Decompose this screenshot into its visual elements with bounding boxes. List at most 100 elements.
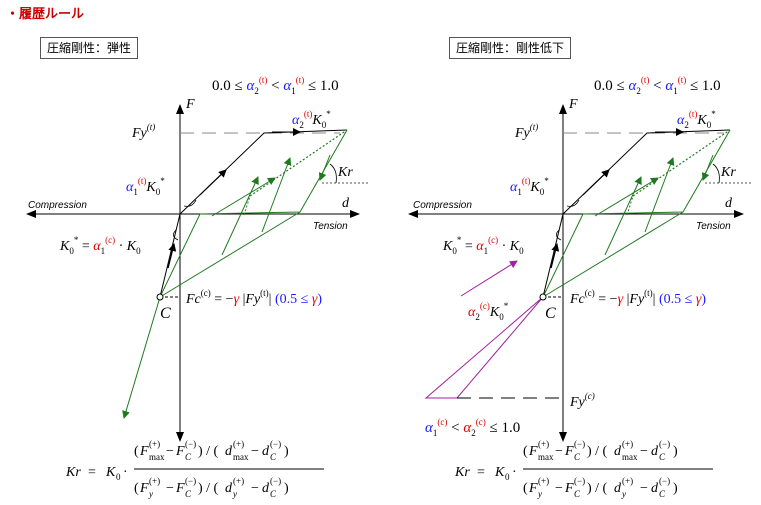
svg-text:F: F (528, 481, 538, 496)
svg-text:(+): (+) (149, 439, 160, 449)
right-fc-equation: Fc(c) = −γ |Fy(t)| (0.5 ≤ γ) (569, 288, 706, 307)
svg-text:max: max (233, 452, 249, 462)
svg-text:C: C (270, 452, 277, 462)
svg-text:) / (: ) / ( (587, 481, 608, 496)
svg-text:(−): (−) (574, 476, 585, 486)
svg-text:(−): (−) (270, 439, 281, 449)
svg-text:(+): (+) (622, 439, 633, 449)
right-panel-label: 圧縮剛性：剛性低下 (449, 37, 572, 59)
left-a1k0-label: α1(t)K0* (126, 176, 165, 197)
left-fy-label: Fy(t) (131, 122, 155, 141)
svg-text:y: y (148, 489, 153, 499)
left-kr-label: Kr (337, 165, 353, 180)
svg-text:d: d (262, 444, 270, 459)
svg-text:y: y (232, 489, 237, 499)
svg-text:) / (: ) / ( (587, 444, 608, 459)
svg-text:d: d (651, 444, 659, 459)
svg-text:(: ( (523, 481, 528, 496)
svg-text:(−): (−) (574, 439, 585, 449)
svg-text:(: ( (134, 481, 139, 496)
right-a2k0-label: α2(t)K0* (677, 109, 716, 130)
svg-text:Kr: Kr (454, 465, 470, 480)
svg-text:(−): (−) (659, 439, 670, 449)
svg-text:) / (: ) / ( (198, 444, 219, 459)
svg-text:(+): (+) (149, 476, 160, 486)
svg-text:C: C (185, 489, 192, 499)
svg-text:−: − (640, 444, 648, 459)
right-fy-label: Fy(t) (514, 122, 538, 141)
svg-text:max: max (622, 452, 638, 462)
left-compression-label: Compression (28, 200, 87, 211)
svg-text:(+): (+) (538, 476, 549, 486)
svg-text:d: d (225, 444, 233, 459)
right-compression-label: Compression (413, 200, 472, 211)
left-tension-label: Tension (313, 221, 348, 232)
right-condition: 0.0 ≤ α2(t) < α1(t) ≤ 1.0 (594, 75, 721, 96)
left-condition: 0.0 ≤ α2(t) < α1(t) ≤ 1.0 (212, 75, 339, 96)
svg-text:·: · (123, 465, 128, 480)
svg-text:−: − (251, 481, 259, 496)
svg-text:F: F (175, 481, 185, 496)
svg-text:0: 0 (116, 472, 121, 482)
svg-text:·: · (512, 465, 517, 480)
svg-text:−: − (251, 444, 259, 459)
svg-text:Kr: Kr (65, 465, 81, 480)
svg-text:(+): (+) (538, 439, 549, 449)
left-panel: 0.0 ≤ α2(t) < α1(t) ≤ 1.0 F d Compressio… (26, 75, 368, 442)
svg-text:): ) (673, 444, 678, 459)
svg-text:−: − (640, 481, 648, 496)
right-k0-equation: K0* = α1(c) · K0 (442, 235, 524, 256)
left-fc-equation: Fc(c) = −γ |Fy(t)| (0.5 ≤ γ) (185, 288, 322, 307)
right-panel: 0.0 ≤ α2(t) < α1(t) ≤ 1.0 F d Compressio… (408, 75, 751, 442)
svg-text:d: d (614, 444, 622, 459)
svg-text:C: C (270, 489, 277, 499)
svg-text:): ) (284, 444, 289, 459)
svg-text:d: d (614, 481, 622, 496)
svg-text:=: = (477, 465, 485, 480)
svg-text:F: F (175, 444, 185, 459)
svg-text:=: = (88, 465, 96, 480)
right-a1k0-label: α1(t)K0* (510, 176, 549, 197)
left-axis-d-label: d (342, 196, 350, 211)
right-axis-d-label: d (725, 196, 733, 211)
svg-text:(−): (−) (270, 476, 281, 486)
svg-text:(+): (+) (233, 476, 244, 486)
right-kr-label: Kr (720, 165, 736, 180)
svg-text:y: y (621, 489, 626, 499)
svg-text:(: ( (134, 444, 139, 459)
svg-text:−: − (166, 481, 174, 496)
svg-text:(−): (−) (185, 439, 196, 449)
svg-text:−: − (555, 481, 563, 496)
svg-text:F: F (564, 444, 574, 459)
right-point-c: C (545, 305, 556, 322)
svg-text:F: F (564, 481, 574, 496)
right-tension-label: Tension (696, 221, 731, 232)
right-a2ck0-label: α2(c)K0* (468, 301, 509, 322)
svg-text:K: K (105, 465, 116, 480)
svg-text:F: F (528, 444, 538, 459)
right-fyc-label: Fy(c) (569, 391, 595, 410)
left-axis-f-label: F (185, 97, 195, 112)
left-point-c: C (160, 305, 171, 322)
svg-text:(−): (−) (185, 476, 196, 486)
svg-text:(−): (−) (659, 476, 670, 486)
svg-text:max: max (149, 452, 165, 462)
svg-text:max: max (538, 452, 554, 462)
svg-text:−: − (555, 444, 563, 459)
svg-text:C: C (574, 489, 581, 499)
left-panel-label: 圧縮剛性：弾性 (40, 37, 139, 59)
svg-text:d: d (225, 481, 233, 496)
right-axis-f-label: F (568, 97, 578, 112)
svg-text:C: C (574, 452, 581, 462)
svg-text:(+): (+) (622, 476, 633, 486)
svg-text:F: F (139, 444, 149, 459)
right-condition-c: α1(c) < α2(c) ≤ 1.0 (425, 417, 520, 438)
section-heading: ・履歴ルール (6, 7, 85, 22)
svg-text:d: d (651, 481, 659, 496)
svg-text:): ) (673, 481, 678, 496)
svg-text:F: F (139, 481, 149, 496)
svg-text:K: K (494, 465, 505, 480)
svg-text:y: y (537, 489, 542, 499)
